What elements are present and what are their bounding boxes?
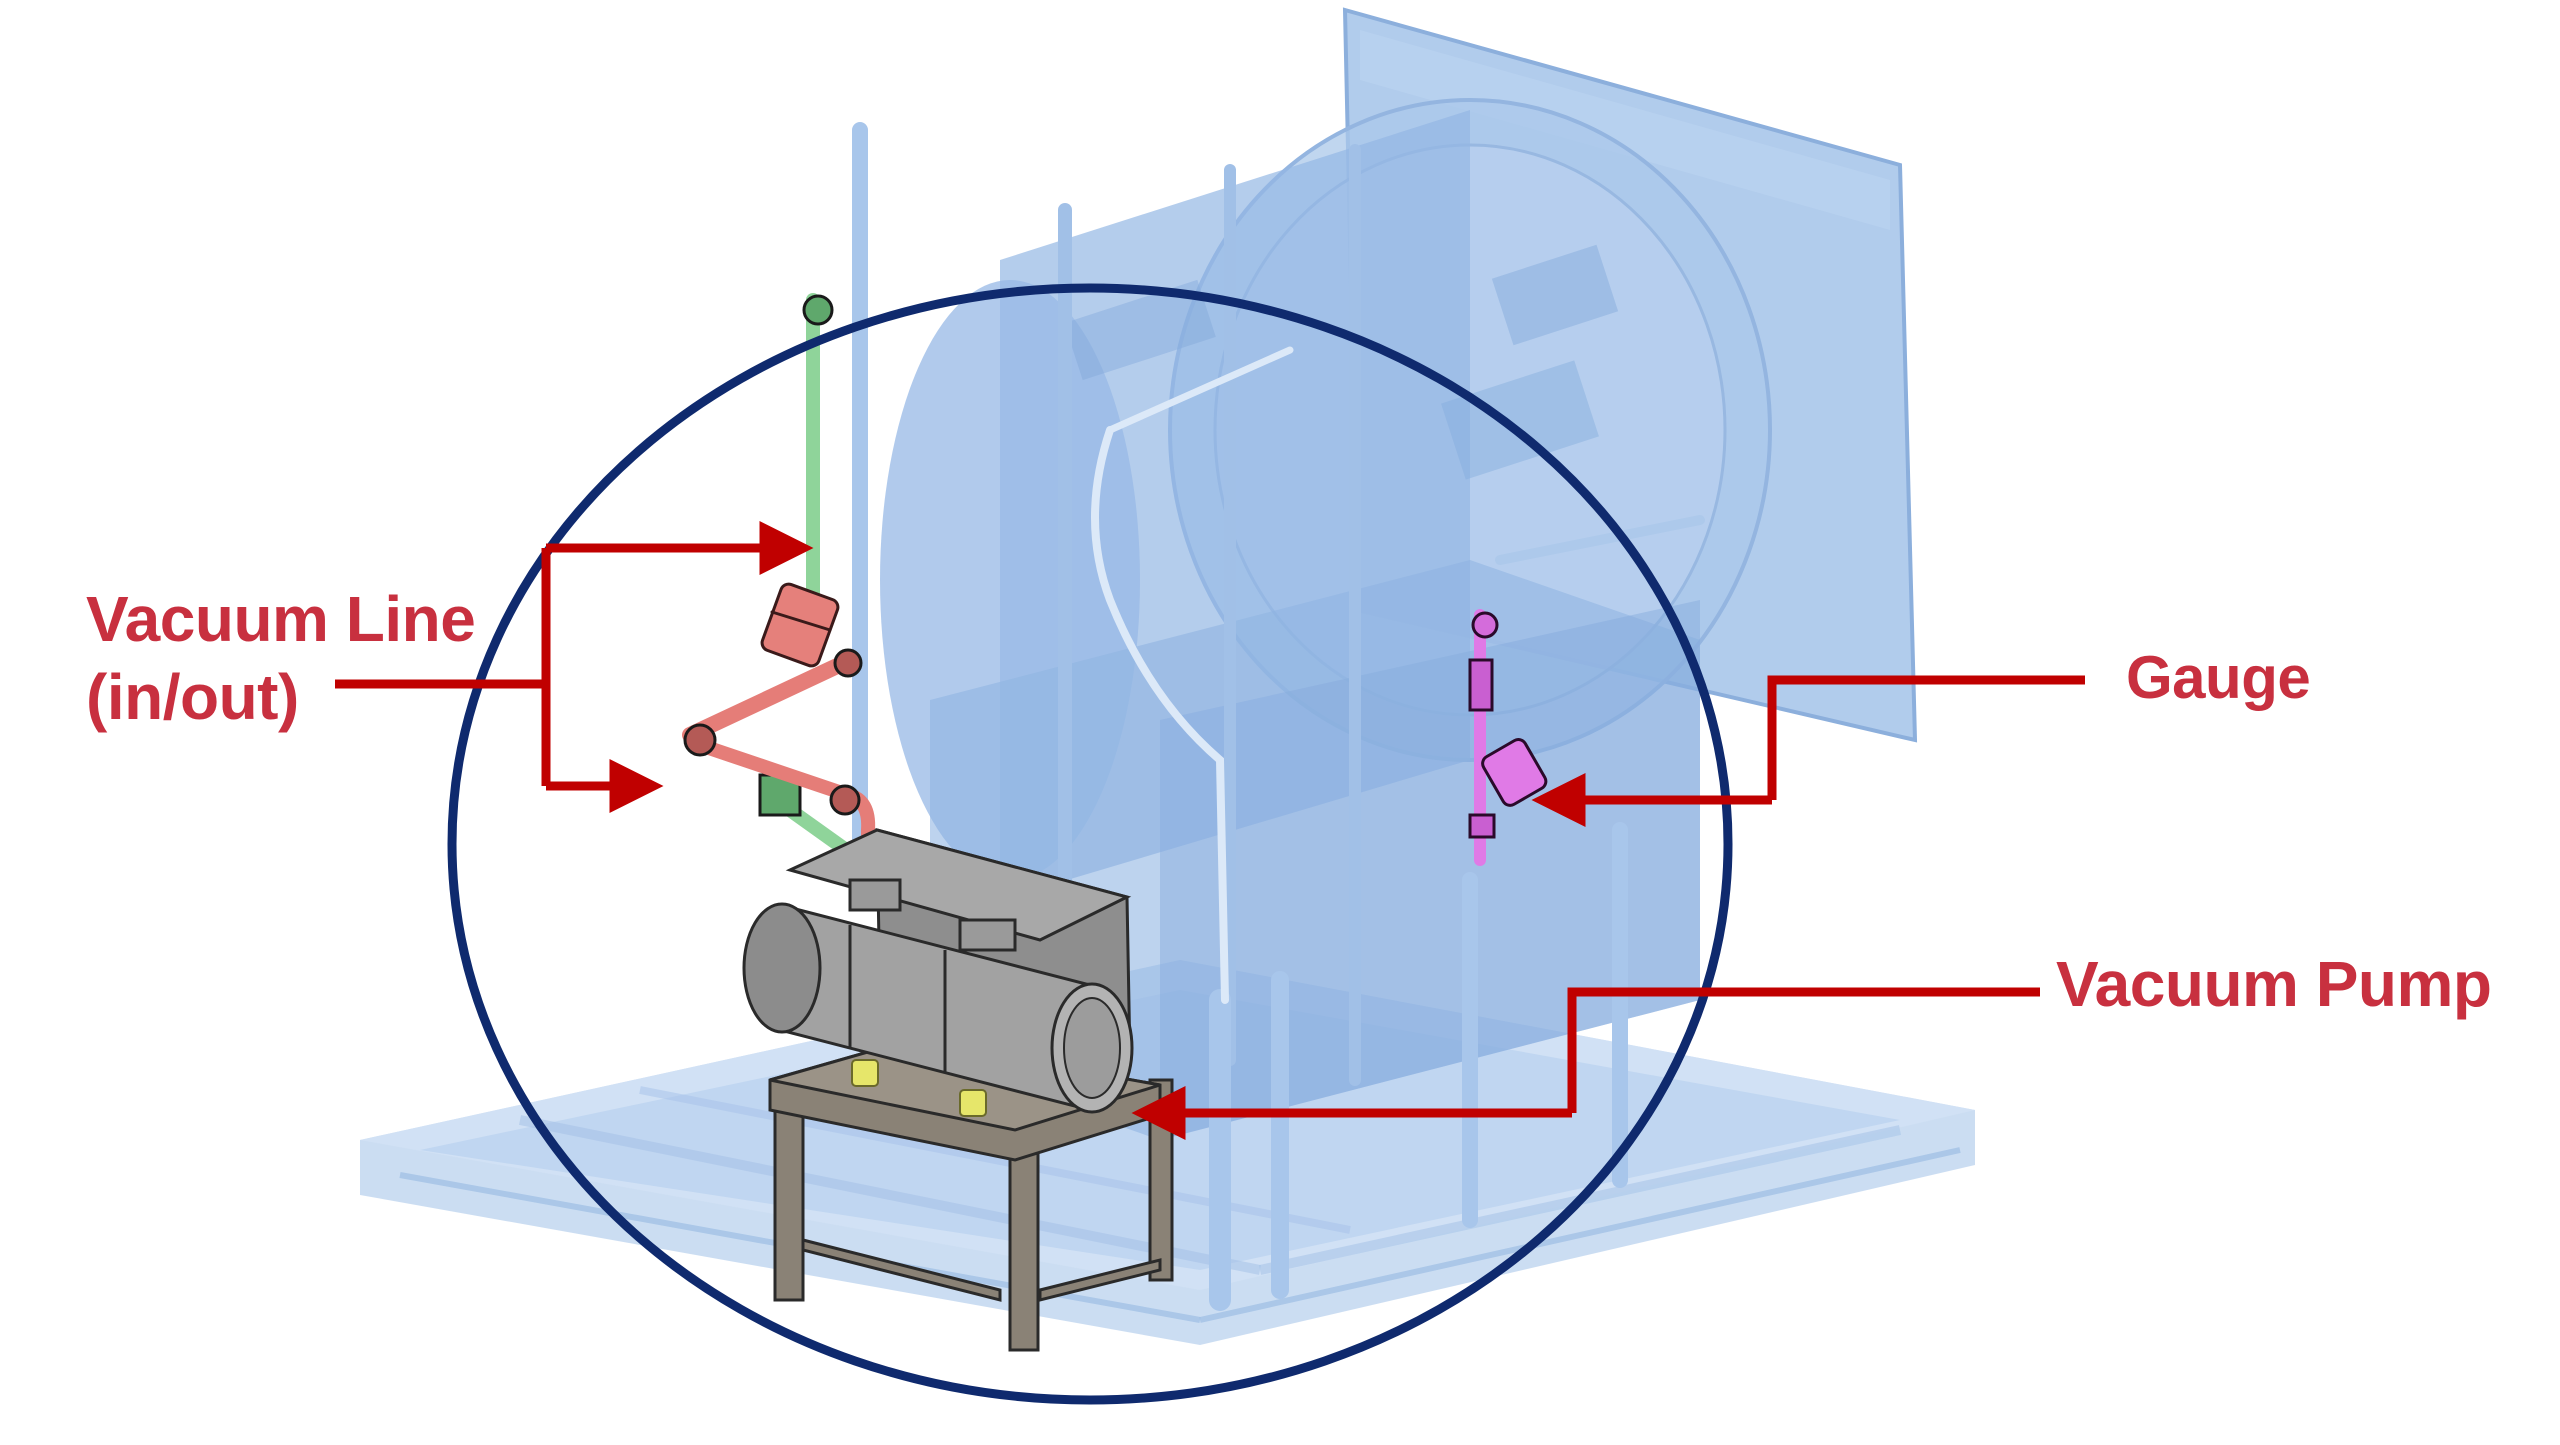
label-vacuum-line-line1: Vacuum Line [86, 583, 476, 655]
leader-vacuum-pump [1131, 987, 2040, 1140]
pump-foot [851, 1059, 879, 1087]
valve [760, 582, 840, 668]
label-gauge: Gauge [2126, 644, 2311, 711]
vacuum-pump [742, 828, 1174, 1352]
label-vacuum-pump: Vacuum Pump [2056, 948, 2492, 1020]
frame-pipes [852, 122, 1705, 1311]
vacuum-line-red [682, 582, 883, 892]
label-vacuum-line-line2: (in/out) [86, 661, 299, 733]
pump-foot [959, 1089, 987, 1117]
label-vacuum-line: Vacuum Line (in/out) [86, 580, 476, 736]
leader-gauge [1531, 675, 2085, 827]
pump-cylinder [742, 878, 1134, 1114]
leader-vacuum-line [335, 521, 814, 813]
highlight-ellipse [447, 283, 1733, 1405]
gauge-component [1468, 609, 1548, 866]
